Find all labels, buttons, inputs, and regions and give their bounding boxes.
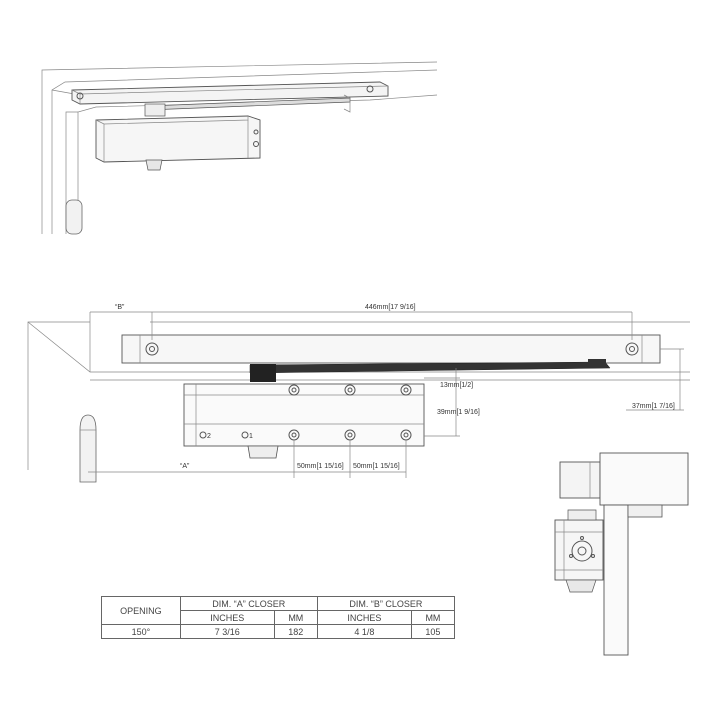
perspective-view bbox=[41, 61, 438, 235]
screw-label-1: 1 bbox=[249, 433, 253, 440]
screw-label-2: 2 bbox=[207, 433, 211, 440]
table-row: 150° 7 3/16 182 4 1/8 105 bbox=[101, 624, 456, 639]
hole-spacing-dimension-1: 50mm[1 15/16] bbox=[297, 463, 344, 470]
rail-length-dimension: 446mm[17 9/16] bbox=[365, 304, 416, 311]
header-opening: OPENING bbox=[101, 596, 181, 625]
subheader-inches-a: INCHES bbox=[179, 610, 275, 625]
hole-spacing-dimension-2: 50mm[1 15/16] bbox=[353, 463, 400, 470]
front-elevation: 2 1 “B” 446mm[17 9/16] 13mm[1/2] 39mm[1 … bbox=[27, 304, 690, 483]
rail-depth-dimension: 37mm[1 7/16] bbox=[632, 403, 675, 410]
header-dim-b: DIM. “B” CLOSER bbox=[316, 596, 456, 611]
body-height-dimension: 39mm[1 9/16] bbox=[437, 409, 480, 416]
subheader-mm-a: MM bbox=[273, 610, 318, 625]
arm-offset-dimension: 13mm[1/2] bbox=[440, 382, 473, 389]
cell-a-inches: 7 3/16 bbox=[179, 624, 275, 639]
dimension-a-label: “A” bbox=[180, 463, 190, 470]
cell-b-mm: 105 bbox=[410, 624, 456, 639]
subheader-mm-b: MM bbox=[410, 610, 456, 625]
dimension-b-label: “B” bbox=[115, 304, 125, 311]
cell-b-inches: 4 1/8 bbox=[316, 624, 412, 639]
side-view bbox=[554, 452, 689, 656]
cell-opening: 150° bbox=[101, 624, 181, 639]
spec-table: OPENING DIM. “A” CLOSER DIM. “B” CLOSER … bbox=[101, 596, 456, 639]
subheader-inches-b: INCHES bbox=[316, 610, 412, 625]
header-dim-a: DIM. “A” CLOSER bbox=[179, 596, 318, 611]
cell-a-mm: 182 bbox=[273, 624, 318, 639]
